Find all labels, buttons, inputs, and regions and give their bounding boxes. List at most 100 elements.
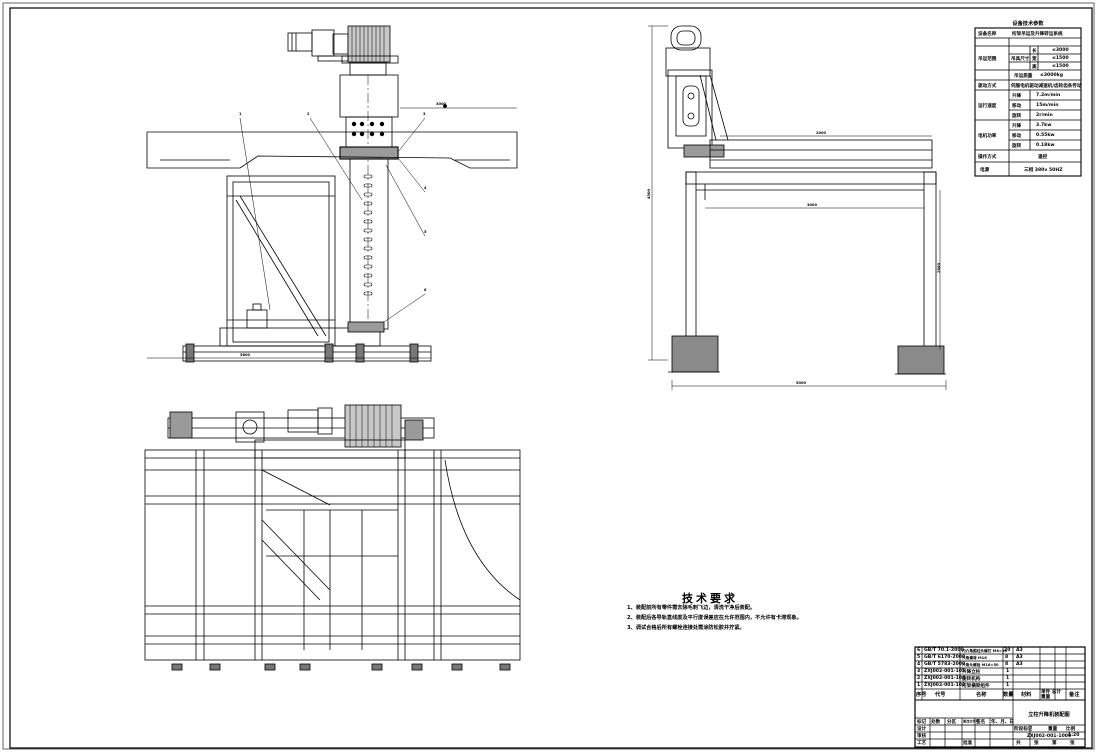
bom-code-2: ZXJ002-001-104	[924, 676, 966, 681]
bom-mat-5: A3	[1016, 655, 1023, 660]
spec-sub-size: 吊具尺寸	[1011, 57, 1030, 62]
spec-label-range: 吊运范围	[978, 57, 997, 62]
spec-k-power-lift: 升降	[1012, 124, 1022, 129]
dim-side-base: 5000	[796, 381, 807, 385]
spec-table	[974, 27, 1082, 177]
sign-label-count: 处数	[931, 720, 941, 725]
stage-scale-value: 1:20	[1068, 733, 1080, 738]
spec-v-width: ≤1500	[1052, 56, 1069, 61]
role-approve: 批准	[963, 741, 973, 746]
spec-k-length: 长	[1032, 49, 1037, 54]
spec-label-operation: 操作方式	[978, 155, 997, 160]
sheet-mark-sheet: 张	[1070, 741, 1075, 746]
drawing-number: ZXJ002-001-1000	[1026, 734, 1072, 739]
spec-value-drive: 伺服电机驱动减速机/齿轮齿条传动	[1011, 84, 1082, 89]
stage-label-mark: 阶段标记	[1014, 727, 1033, 732]
spec-v-height: ≤1500	[1052, 64, 1069, 69]
sign-label-mark: 标记	[917, 720, 927, 725]
sign-label-date: 年、月、日	[991, 720, 1014, 725]
bom-qty-3: 1	[1006, 669, 1010, 674]
bom-no-1: 1	[917, 683, 921, 688]
plan-view	[144, 404, 521, 671]
sheet-mark-total: 共	[1016, 741, 1021, 746]
bom-name-3: 升降立柱	[962, 670, 981, 675]
bom-no-2: 2	[917, 676, 921, 681]
spec-v-length: ≤3000	[1052, 48, 1069, 53]
bom-no-5: 5	[917, 655, 921, 660]
bom-header-weight: 单件 总计 重量	[1041, 690, 1061, 700]
tech-requirement-2: 2、装配后各导轨直线度及平行度误差应在允许范围内，不允许有卡滞现象。	[627, 615, 802, 621]
bom-name-6: 内六角圆柱头螺钉 M8×25	[962, 649, 1008, 654]
title-block	[914, 646, 1086, 748]
bom-header-no: 序号	[916, 692, 927, 698]
side-view	[648, 25, 947, 390]
spec-v-speed-move: 15m/min	[1036, 103, 1059, 108]
spec-table-title: 设备技术参数	[1012, 21, 1044, 27]
drawing-title: 立柱升降机装配图	[1028, 712, 1070, 718]
dim-front-width: 3800	[240, 353, 251, 357]
bom-qty-6: 20	[1004, 648, 1011, 653]
tech-requirement-1: 1、装配前所有零件需去除毛刺飞边，清洗干净后装配。	[627, 605, 756, 611]
dim-side-height: 4500	[647, 188, 652, 200]
front-view	[146, 25, 518, 363]
balloon-1: 1	[239, 112, 242, 116]
spec-v-speed-rotate: 2r/min	[1036, 113, 1053, 118]
bom-no-4: 4	[917, 662, 921, 667]
tech-requirement-3: 3、调试合格后所有螺栓连接处需涂防松胶并拧紧。	[627, 625, 745, 631]
spec-k-height: 高	[1032, 65, 1037, 70]
dim-side-top: 2000	[816, 131, 827, 135]
balloon-6: 6	[424, 288, 427, 292]
inner-frame	[9, 7, 1093, 749]
bom-mat-6: A3	[1016, 648, 1023, 653]
spec-v-power-move: 0.55kw	[1036, 133, 1055, 138]
spec-label-device: 设备名称	[978, 32, 997, 37]
sign-label-change: 更改文件号	[963, 720, 980, 725]
bom-code-4: GB/T 5783-2000	[924, 662, 966, 667]
bom-code-6: GB/T 70.1-2000	[924, 648, 964, 653]
sheet-mark-no: 第	[1052, 741, 1057, 746]
spec-label-power: 电机功率	[978, 134, 997, 139]
bom-header-note: 备注	[1069, 692, 1080, 698]
bom-header-qty: 数量	[1003, 692, 1014, 698]
bom-qty-1: 1	[1006, 683, 1010, 688]
bom-header-mat: 材料	[1021, 692, 1032, 698]
spec-label-drive: 驱动方式	[978, 84, 997, 89]
tech-requirements-title: 技术要求	[682, 592, 738, 605]
bom-qty-4: 8	[1005, 662, 1009, 667]
bom-qty-2: 1	[1006, 676, 1010, 681]
spec-value-mass: ≤3000kg	[1040, 73, 1063, 78]
bom-name-5: 六角螺母 M16	[962, 656, 987, 661]
spec-k-width: 宽	[1032, 57, 1037, 62]
balloon-3: 3	[423, 112, 426, 116]
spec-k-power-rotate: 旋转	[1012, 144, 1022, 149]
bom-code-5: GB/T 6170-2000	[924, 655, 966, 660]
spec-sub-mass: 吊运质量	[1014, 74, 1033, 79]
stage-label-scale: 比例	[1066, 727, 1076, 732]
spec-value-power-supply: 三相 380v 50HZ	[1024, 168, 1063, 173]
spec-label-power-supply: 电源	[980, 168, 990, 173]
bom-name-2: 旋转机构	[962, 677, 981, 682]
bom-name-4: 六角头螺栓 M16×50	[962, 663, 999, 668]
sign-label-zone: 分区	[947, 720, 957, 725]
bom-qty-5: 8	[1005, 655, 1009, 660]
spec-k-speed-lift: 升降	[1012, 94, 1022, 99]
bom-mat-4: A3	[1016, 662, 1023, 667]
bom-no-6: 6	[917, 648, 921, 653]
sheet-mark-sheets: 张	[1034, 741, 1039, 746]
spec-k-speed-rotate: 旋转	[1012, 114, 1022, 119]
spec-label-speed: 运行速度	[978, 104, 997, 109]
balloon-5: 5	[424, 230, 427, 234]
dim-front-span: 3000	[436, 102, 447, 106]
dim-side-inner: 3000	[807, 203, 818, 207]
spec-v-power-rotate: 0.18kw	[1036, 143, 1055, 148]
bom-header-code: 代号	[935, 692, 946, 698]
bom-code-3: ZXJ002-001-105	[924, 669, 966, 674]
balloon-4: 4	[424, 186, 427, 190]
bom-code-1: ZXJ002-001-103	[924, 683, 966, 688]
dim-side-leg: 2800	[937, 262, 942, 274]
spec-k-speed-move: 移动	[1012, 104, 1022, 109]
bom-header-name: 名称	[976, 692, 987, 698]
spec-v-power-lift: 3.7kw	[1036, 123, 1052, 128]
